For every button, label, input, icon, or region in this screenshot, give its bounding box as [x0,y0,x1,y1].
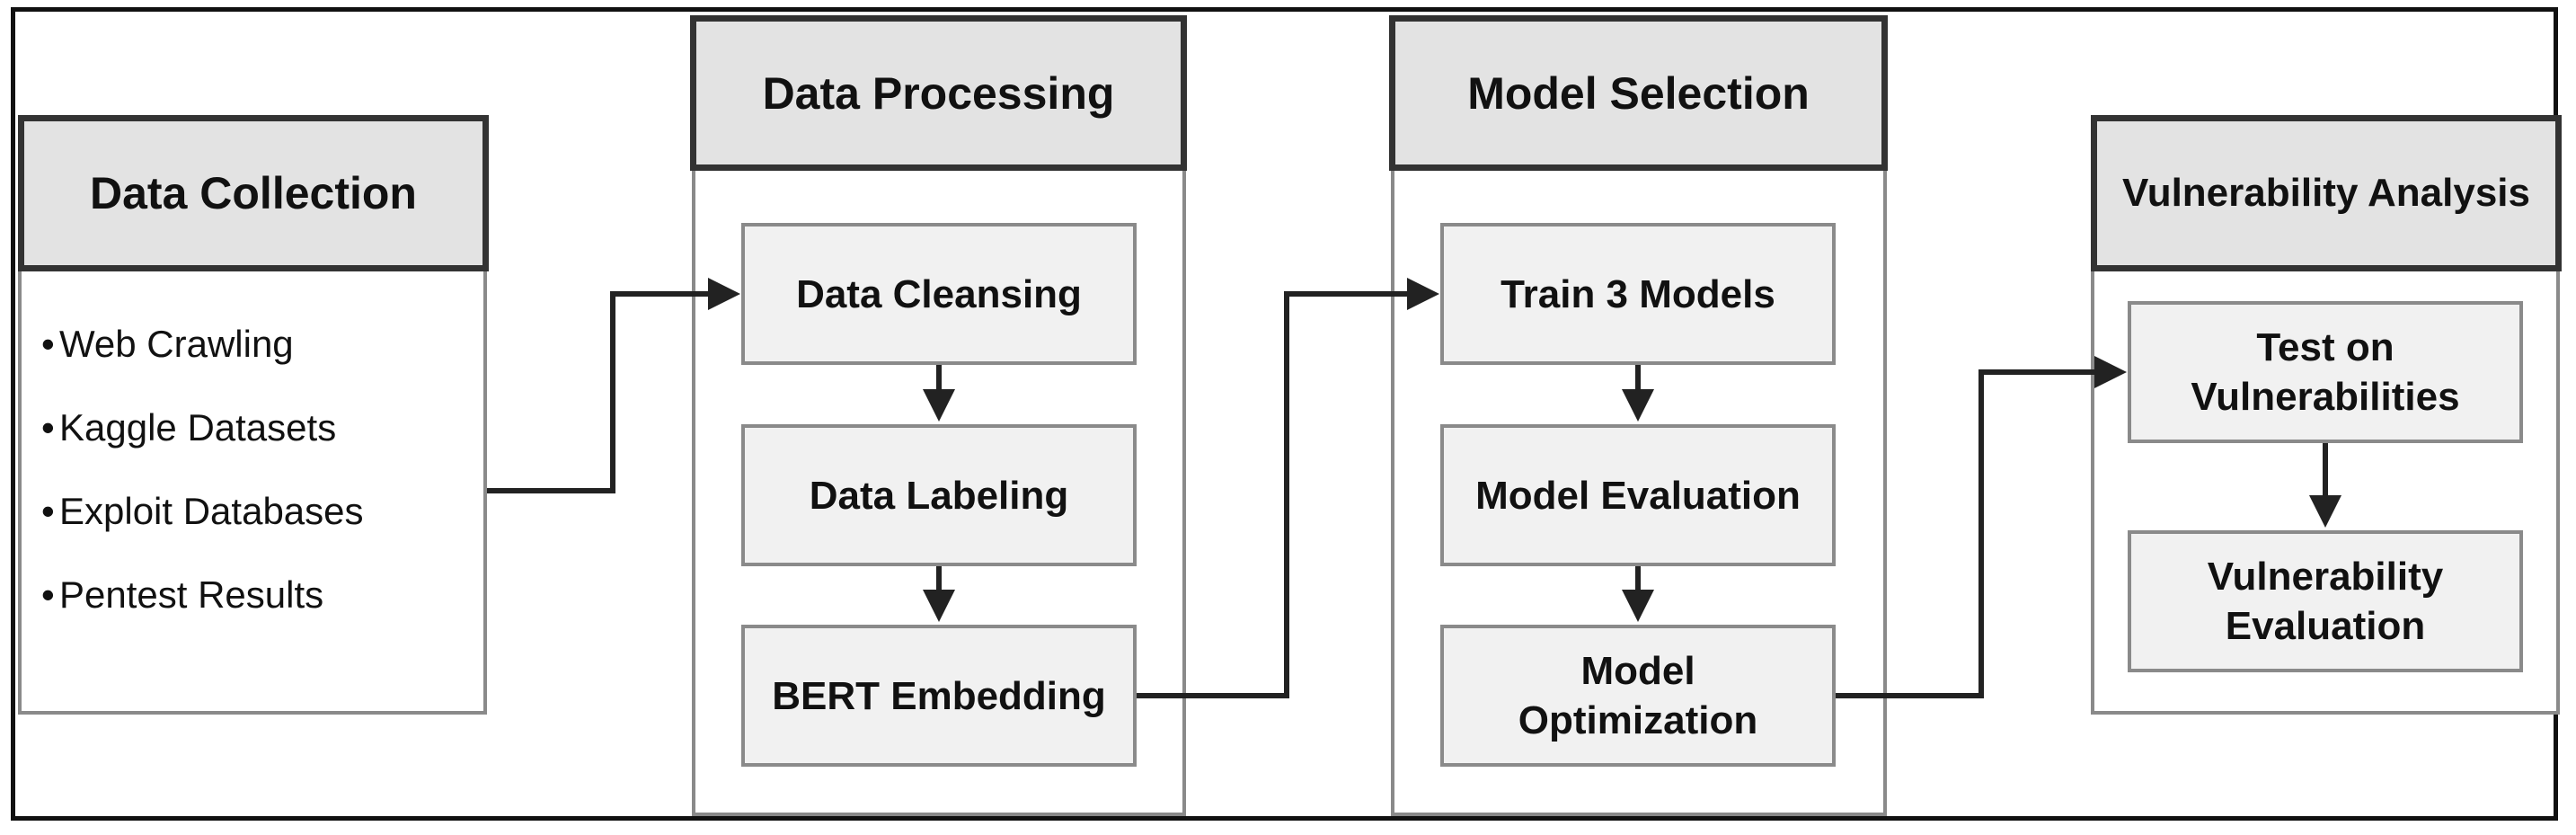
test-on-vulnerabilities-step: Test on Vulnerabilities [2128,301,2523,443]
bullet-icon: • [41,490,55,532]
data-cleansing-step: Data Cleansing [741,223,1137,365]
data-labeling-step: Data Labeling [741,424,1137,566]
bullet-icon: • [41,406,55,449]
model-selection-header: Model Selection [1389,15,1888,171]
data-collection-list: •Web Crawling •Kaggle Datasets •Exploit … [41,323,364,657]
bert-embedding-step: BERT Embedding [741,625,1137,767]
model-optimization-step: Model Optimization [1440,625,1836,767]
bullet-icon: • [41,573,55,616]
vulnerability-evaluation-step: Vulnerability Evaluation [2128,530,2523,672]
arrow-collection-to-cleansing [487,278,740,493]
list-item: •Kaggle Datasets [41,406,337,449]
arrow-optimization-to-test [1836,356,2127,698]
data-processing-header: Data Processing [690,15,1187,171]
data-collection-header: Data Collection [18,115,489,271]
list-item: •Exploit Databases [41,490,364,532]
arrow-embedding-to-train [1137,278,1439,698]
train-3-models-step: Train 3 Models [1440,223,1836,365]
data-collection-panel: •Web Crawling •Kaggle Datasets •Exploit … [18,265,487,715]
list-item: •Pentest Results [41,573,324,616]
bullet-icon: • [41,323,55,365]
vulnerability-analysis-header: Vulnerability Analysis [2091,115,2562,271]
model-evaluation-step: Model Evaluation [1440,424,1836,566]
list-item: •Web Crawling [41,323,294,365]
